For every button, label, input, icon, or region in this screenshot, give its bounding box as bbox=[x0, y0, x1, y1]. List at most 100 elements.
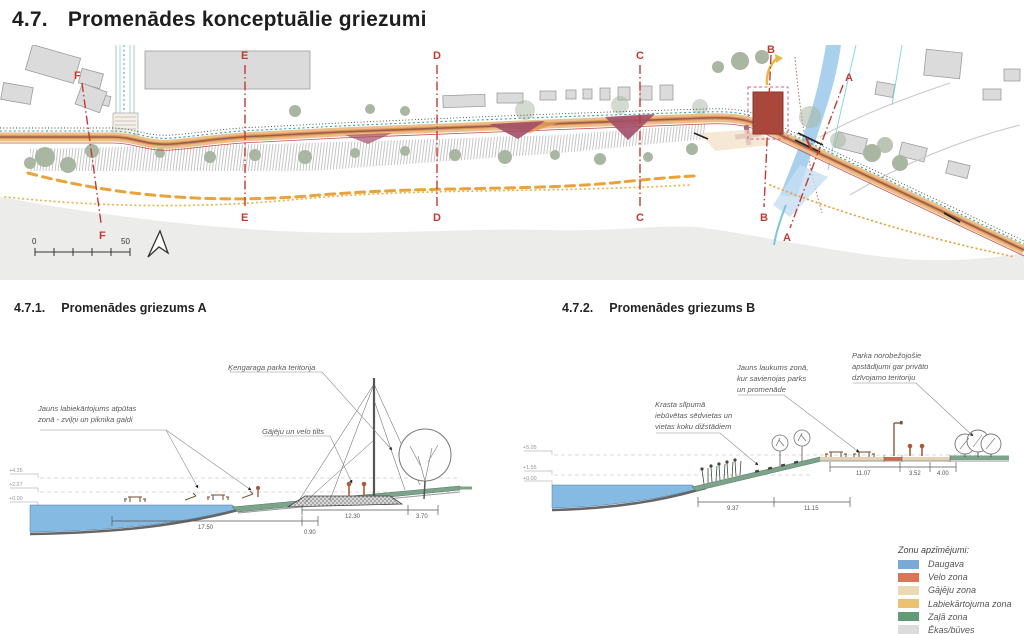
section-b-number: 4.7.2. bbox=[562, 301, 594, 315]
svg-text:E: E bbox=[241, 50, 248, 62]
svg-text:+0.00: +0.00 bbox=[9, 496, 23, 502]
reeds bbox=[700, 458, 742, 485]
legend-item: Ēkas/būves bbox=[898, 625, 1024, 634]
section-b-drawing: +5.05 +1.55 +0.00 bbox=[523, 382, 1009, 512]
bridge-abutment bbox=[286, 495, 404, 508]
section-a-drawing: +4.35 +2.27 +0.00 bbox=[9, 371, 472, 536]
section-a-heading: 4.7.1. Promenādes griezums A bbox=[14, 301, 207, 315]
picnic-tables bbox=[124, 490, 254, 502]
legend-swatch-labiekartojuma-zona bbox=[898, 599, 919, 609]
svg-text:3.52: 3.52 bbox=[909, 471, 921, 477]
river-bed bbox=[29, 506, 247, 536]
legend-swatch-gajeju-zona bbox=[898, 585, 919, 595]
bridge-marks bbox=[693, 132, 961, 223]
section-a-title: Promenādes griezums A bbox=[61, 301, 207, 315]
svg-text:F: F bbox=[99, 230, 106, 242]
svg-text:E: E bbox=[241, 212, 248, 224]
svg-text:17.50: 17.50 bbox=[198, 525, 214, 531]
svg-text:+5.05: +5.05 bbox=[523, 445, 537, 451]
legend-swatch-ekas-buves bbox=[898, 625, 919, 634]
bridge-mast bbox=[297, 378, 421, 503]
dimensions: 12.30 3.70 17.50 0.90 bbox=[111, 505, 439, 536]
svg-text:12.30: 12.30 bbox=[345, 514, 361, 520]
legend-label: Labiekārtojuma zona bbox=[928, 598, 1012, 609]
section-b-heading: 4.7.2. Promenādes griezums B bbox=[562, 301, 755, 315]
svg-text:3.70: 3.70 bbox=[416, 514, 428, 520]
svg-text:+2.27: +2.27 bbox=[9, 482, 23, 488]
lamp-post bbox=[893, 421, 903, 456]
svg-text:A: A bbox=[845, 72, 853, 84]
trees bbox=[24, 50, 908, 173]
slope-seats bbox=[754, 460, 799, 473]
svg-text:+0.00: +0.00 bbox=[523, 476, 537, 482]
legend-label: Velo zona bbox=[928, 572, 968, 583]
svg-text:11.07: 11.07 bbox=[856, 471, 871, 477]
svg-text:D: D bbox=[433, 212, 441, 224]
legend-item: Gājēju zona bbox=[898, 585, 1024, 595]
beach-area bbox=[0, 197, 1024, 280]
legend-label: Ēkas/būves bbox=[928, 624, 975, 634]
river-bed bbox=[551, 486, 707, 512]
svg-text:D: D bbox=[433, 50, 441, 62]
annotation-plaza: Jauns laukums zonā, kur savienojas parks… bbox=[737, 363, 809, 394]
annotation-bridge: Gājēju un velo tilts bbox=[262, 427, 325, 436]
north-arrow-icon bbox=[147, 229, 170, 258]
svg-text:B: B bbox=[767, 45, 775, 56]
legend-label: Daugava bbox=[928, 559, 965, 569]
slope-trees bbox=[771, 429, 811, 466]
hedge-bushes bbox=[954, 429, 1002, 457]
svg-text:+4.35: +4.35 bbox=[9, 468, 23, 474]
svg-text:50: 50 bbox=[121, 237, 130, 246]
legend-item: Daugava bbox=[898, 559, 1024, 569]
tree bbox=[398, 428, 452, 500]
level-lines: +5.05 +1.55 +0.00 bbox=[523, 445, 982, 485]
legend-swatch-daugava bbox=[898, 559, 919, 569]
street bbox=[112, 45, 139, 136]
svg-text:C: C bbox=[636, 212, 644, 224]
parcel-lines bbox=[794, 45, 1021, 214]
section-b-title: Promenādes griezums B bbox=[609, 301, 756, 315]
legend: Zonu apzīmējumi: Daugava Velo zona Gājēj… bbox=[898, 545, 1024, 634]
svg-text:C: C bbox=[636, 50, 644, 62]
svg-text:0.90: 0.90 bbox=[304, 530, 316, 536]
dimensions: 9.37 11.15 11.07 3.52 4.00 bbox=[697, 462, 957, 512]
section-cut-lines bbox=[81, 54, 844, 229]
legend-label: Zaļā zona bbox=[928, 611, 968, 622]
scale-bar: 0 50 bbox=[32, 237, 131, 256]
page-title: 4.7. Promenādes konceptuālie griezumi bbox=[12, 8, 427, 32]
level-lines: +4.35 +2.27 +0.00 bbox=[9, 468, 460, 505]
site-plan: F F E E D D C C B B A A 0 50 bbox=[0, 45, 1024, 280]
svg-text:F: F bbox=[74, 70, 81, 82]
annotation-amenities: Jauns labiekārtojums atpūtas zonā - zviļ… bbox=[38, 404, 137, 424]
shore-dotted-line-right bbox=[769, 184, 1016, 258]
annotation-park: Ķengaraga parka teritorija bbox=[228, 363, 316, 372]
chapter-title: Promenādes konceptuālie griezumi bbox=[67, 8, 427, 31]
svg-text:A: A bbox=[783, 232, 791, 244]
section-cut-letters: F F E E D D C C B B A A bbox=[74, 45, 853, 244]
people bbox=[907, 443, 925, 456]
legend-label: Gājēju zona bbox=[928, 585, 977, 596]
legend-item: Zaļā zona bbox=[898, 612, 1024, 622]
picnic-tables bbox=[825, 451, 875, 457]
legend-swatch-zala-zona bbox=[898, 612, 919, 622]
legend-item: Velo zona bbox=[898, 572, 1024, 582]
people bbox=[255, 481, 367, 497]
buildings bbox=[0, 45, 1021, 179]
leader-lines bbox=[656, 382, 974, 466]
promenade-surface bbox=[820, 455, 1009, 462]
shore-dashed-line bbox=[26, 171, 697, 201]
chapter-number: 4.7. bbox=[12, 8, 48, 31]
svg-text:11.15: 11.15 bbox=[804, 506, 819, 512]
legend-item: Labiekārtojuma zona bbox=[898, 599, 1024, 609]
legend-title: Zonu apzīmējumi: bbox=[898, 545, 970, 555]
svg-text:0: 0 bbox=[32, 237, 37, 246]
leader-lines bbox=[40, 371, 393, 491]
annotation-planting: Parka norobežojošie apstādījumi gar priv… bbox=[852, 351, 929, 382]
svg-text:B: B bbox=[760, 212, 768, 224]
svg-text:9.37: 9.37 bbox=[727, 506, 739, 512]
svg-text:4.00: 4.00 bbox=[937, 471, 949, 477]
shore-dotted-line bbox=[4, 184, 691, 207]
svg-text:+1.55: +1.55 bbox=[523, 465, 537, 471]
annotation-slope: Krasta slīpumā iebūvētas sēdvietas un vi… bbox=[655, 400, 733, 431]
